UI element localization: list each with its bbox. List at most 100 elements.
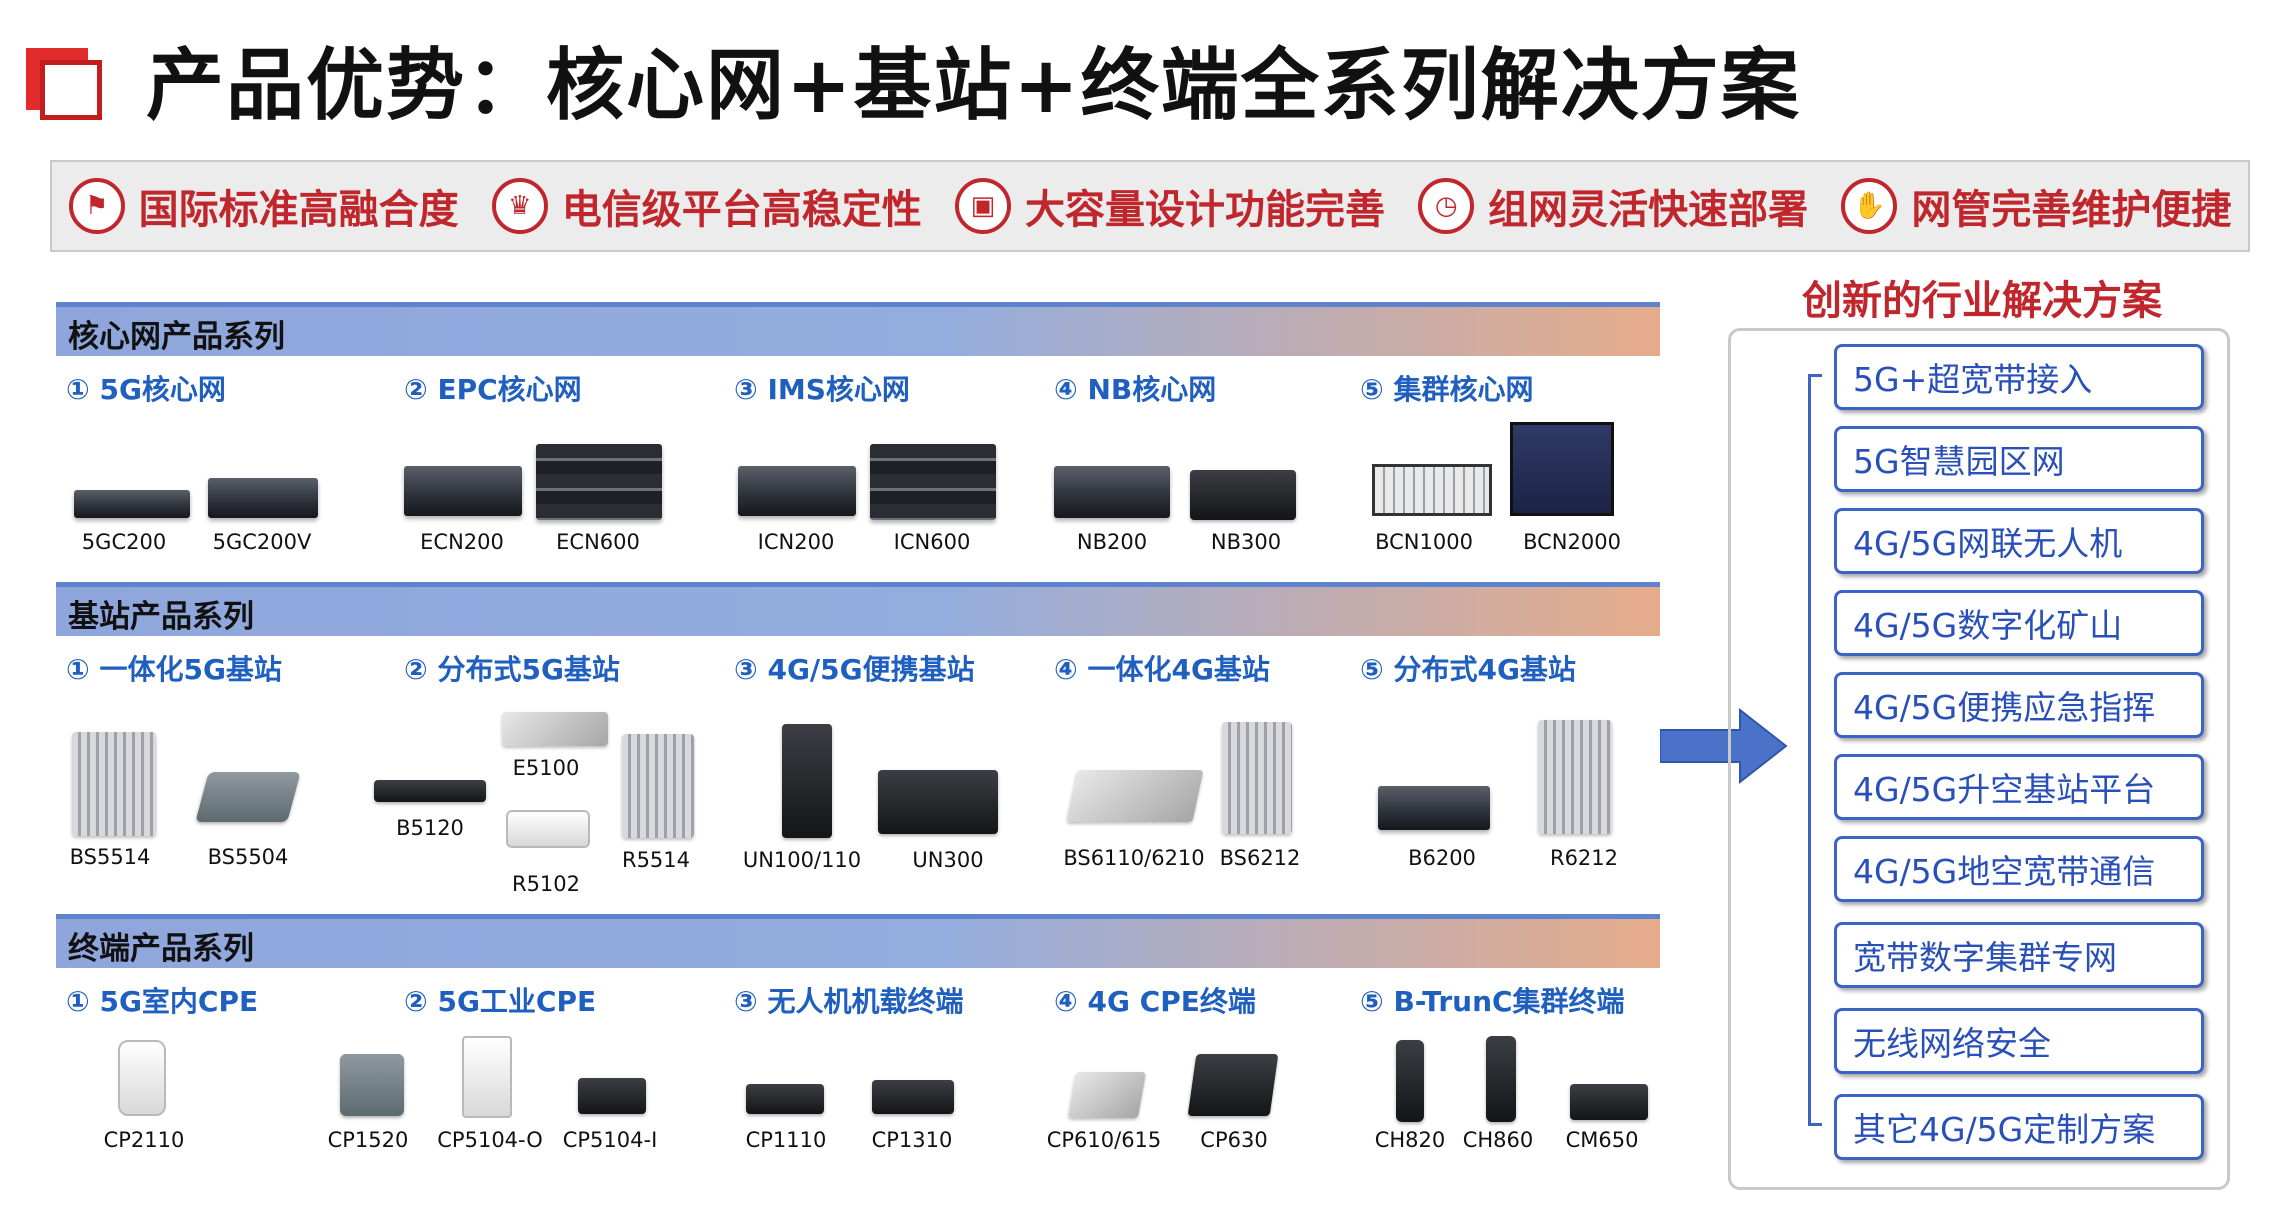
device-image xyxy=(1486,1036,1516,1122)
advantage-item: ✋ 网管完善维护便捷 xyxy=(1841,177,2231,235)
device-image xyxy=(1378,786,1490,830)
group-label: ⑤ 分布式4G基站 xyxy=(1360,653,1576,686)
product-name: CP630 xyxy=(1200,1128,1268,1152)
product-name: CP2110 xyxy=(103,1128,185,1152)
device-image xyxy=(870,444,996,520)
device-image xyxy=(118,1040,166,1116)
device-image xyxy=(72,732,156,836)
product-name: ECN600 xyxy=(556,530,640,554)
advantage-label: 网管完善维护便捷 xyxy=(1911,187,2232,233)
product-name: CP1110 xyxy=(745,1128,827,1152)
series-bar-core-network: 核心网产品系列 xyxy=(56,302,1660,356)
device-image xyxy=(74,490,190,518)
product-name: ECN200 xyxy=(420,530,504,554)
solutions-panel xyxy=(1728,328,2230,1190)
solution-item: 其它4G/5G定制方案 xyxy=(1834,1094,2204,1160)
series-bar-base-station: 基站产品系列 xyxy=(56,582,1660,636)
device-image xyxy=(506,810,590,848)
product-name: UN300 xyxy=(912,848,984,872)
product-name: BCN1000 xyxy=(1375,530,1473,554)
product-name: NB300 xyxy=(1210,530,1282,554)
advantages-bar: ⚑ 国际标准高融合度 ♛ 电信级平台高稳定性 ▣ 大容量设计功能完善 ◷ 组网灵… xyxy=(50,160,2250,252)
device-image xyxy=(746,1084,824,1114)
product-name: B6200 xyxy=(1408,846,1476,870)
group-label: ⑤ B-TrunC集群终端 xyxy=(1360,985,1625,1018)
device-image xyxy=(1510,422,1614,516)
product-name: CP610/615 xyxy=(1046,1128,1162,1152)
advantage-item: ◷ 组网灵活快速部署 xyxy=(1418,177,1808,235)
group-label: ⑤ 集群核心网 xyxy=(1360,373,1534,406)
advantage-label: 国际标准高融合度 xyxy=(138,187,459,233)
device-image xyxy=(1570,1084,1648,1120)
product-name: BS5504 xyxy=(207,845,289,869)
device-image xyxy=(195,772,301,822)
advantage-label: 电信级平台高稳定性 xyxy=(561,187,922,233)
product-name: CP1520 xyxy=(327,1128,409,1152)
series-title: 核心网产品系列 xyxy=(68,319,285,355)
device-image xyxy=(738,466,856,516)
advantage-item: ⚑ 国际标准高融合度 xyxy=(68,177,459,235)
device-image xyxy=(462,1036,512,1118)
device-image xyxy=(536,444,662,520)
device-image xyxy=(622,734,694,838)
device-image xyxy=(1054,466,1170,518)
advantage-item: ♛ 电信级平台高稳定性 xyxy=(491,177,922,235)
advantage-item: ▣ 大容量设计功能完善 xyxy=(954,177,1385,235)
device-image xyxy=(1067,1072,1147,1118)
logo-mark xyxy=(26,48,108,122)
product-name: CP1310 xyxy=(871,1128,953,1152)
device-image xyxy=(1396,1040,1424,1122)
solutions-bracket xyxy=(1808,374,1822,1126)
device-image xyxy=(782,724,832,838)
flag-icon: ⚑ xyxy=(68,178,125,234)
solutions-title: 创新的行业解决方案 xyxy=(1802,278,2162,324)
series-title: 基站产品系列 xyxy=(68,599,254,635)
product-name: CM650 xyxy=(1565,1128,1639,1152)
product-name: R6212 xyxy=(1549,846,1619,870)
product-name: ICN600 xyxy=(893,530,971,554)
product-name: BCN2000 xyxy=(1523,530,1621,554)
group-label: ① 5G室内CPE xyxy=(66,985,259,1018)
product-name: UN100/110 xyxy=(742,848,862,872)
device-image xyxy=(340,1054,404,1116)
device-image xyxy=(1372,464,1492,516)
solution-item: 宽带数字集群专网 xyxy=(1834,922,2204,988)
device-image xyxy=(1538,720,1612,834)
device-image xyxy=(1190,470,1296,520)
device-image xyxy=(1066,770,1204,822)
product-name: R5102 xyxy=(511,872,581,896)
briefcase-icon: ▣ xyxy=(954,178,1011,234)
product-name: R5514 xyxy=(621,848,691,872)
group-label: ④ NB核心网 xyxy=(1054,373,1217,406)
product-name: B5120 xyxy=(396,816,464,840)
solution-item: 4G/5G数字化矿山 xyxy=(1834,590,2204,656)
product-name: NB200 xyxy=(1076,530,1148,554)
solution-item: 4G/5G网联无人机 xyxy=(1834,508,2204,574)
group-label: ③ 4G/5G便携基站 xyxy=(734,653,975,686)
advantage-label: 组网灵活快速部署 xyxy=(1488,187,1809,233)
device-image xyxy=(878,770,998,834)
stopwatch-icon: ◷ xyxy=(1418,178,1475,234)
product-name: CH820 xyxy=(1374,1128,1446,1152)
product-name: BS5514 xyxy=(69,845,151,869)
page-title: 产品优势：核心网+基站+终端全系列解决方案 xyxy=(146,41,1801,131)
product-name: BS6110/6210 xyxy=(1063,846,1205,870)
advantage-label: 大容量设计功能完善 xyxy=(1024,187,1385,233)
product-name: ICN200 xyxy=(757,530,835,554)
solution-item: 5G+超宽带接入 xyxy=(1834,344,2204,410)
group-label: ② 5G工业CPE xyxy=(404,985,597,1018)
solution-item: 4G/5G便携应急指挥 xyxy=(1834,672,2204,738)
product-name: 5GC200 xyxy=(81,530,167,554)
group-label: ② EPC核心网 xyxy=(404,373,582,406)
solution-item: 无线网络安全 xyxy=(1834,1008,2204,1074)
device-image xyxy=(374,780,486,802)
group-label: ① 一体化5G基站 xyxy=(66,653,282,686)
product-name: E5100 xyxy=(512,756,580,780)
device-image xyxy=(208,478,318,518)
device-image xyxy=(502,712,608,746)
solution-item: 4G/5G地空宽带通信 xyxy=(1834,836,2204,902)
device-image xyxy=(404,466,522,516)
device-image xyxy=(1222,722,1292,834)
series-title: 终端产品系列 xyxy=(68,931,254,967)
group-label: ④ 4G CPE终端 xyxy=(1054,985,1256,1018)
